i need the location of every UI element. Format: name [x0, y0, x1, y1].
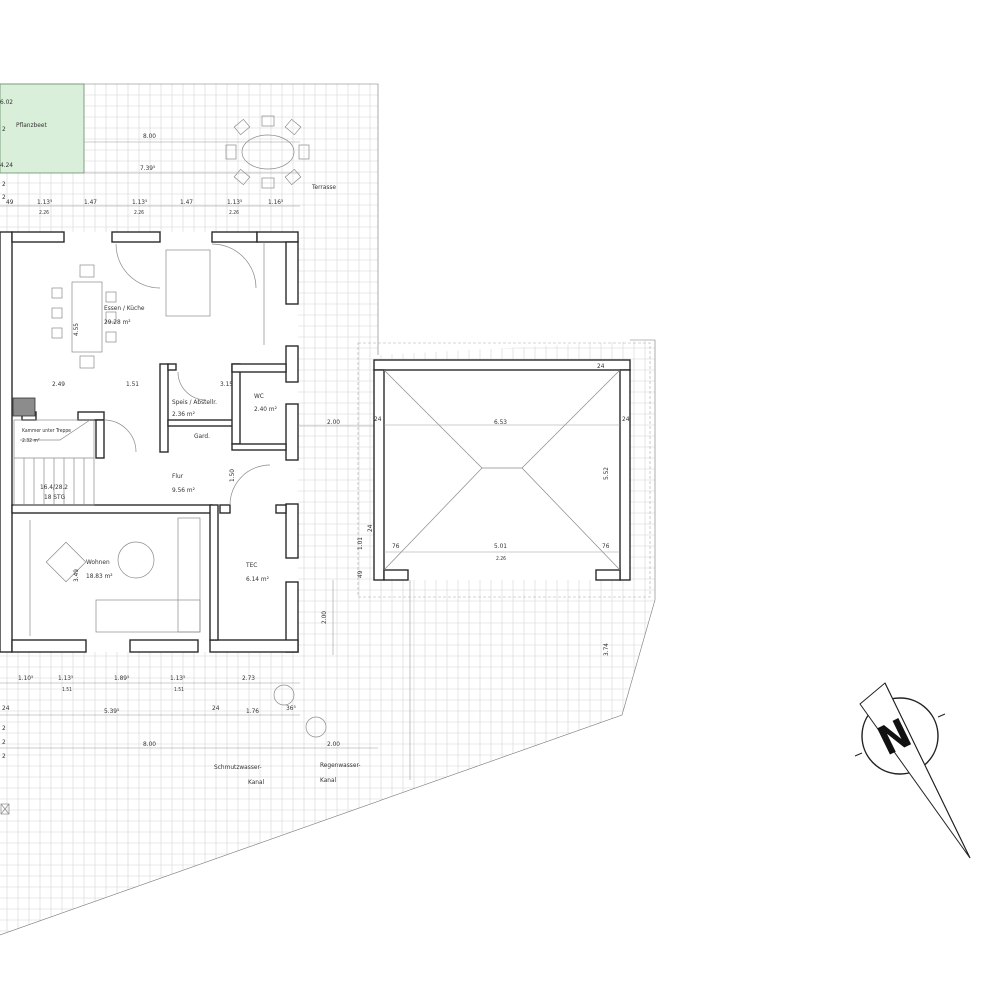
dim-t5s: 2.26 [229, 210, 239, 216]
top-dimensions [0, 141, 300, 207]
dim-left-2b: 2 [2, 738, 6, 746]
terrasse-label: Terrasse [311, 183, 336, 191]
dim-200-mid: 2.00 [327, 418, 340, 426]
dim-b5: 2.73 [242, 674, 255, 682]
garage [357, 342, 651, 598]
dim-b2s: 1.51 [62, 687, 72, 693]
speis-label: Speis / Abstellr. [172, 398, 217, 406]
dim-552: 5.52 [602, 467, 610, 480]
dim-b176: 1.76 [246, 707, 259, 715]
wc-area: 2.40 m² [254, 405, 277, 413]
regen-label-2: Kanal [320, 776, 337, 784]
dim-left-2a: 2 [2, 125, 6, 133]
tec-label: TEC [245, 561, 257, 569]
dim-top-800: 8.00 [143, 132, 156, 140]
speis-area: 2.36 m² [172, 410, 195, 418]
dim-b4: 1.13⁵ [170, 674, 186, 682]
flur-label: Flur [172, 472, 184, 480]
dim-374: 3.74 [602, 643, 610, 656]
dim-b200: 2.00 [327, 740, 340, 748]
dim-150: 1.50 [228, 469, 236, 482]
stairs-label-1: 16.4/28.2 [40, 483, 68, 491]
dim-b1: 1.10⁵ [18, 674, 34, 682]
gard-label: Gard. [194, 432, 210, 440]
dim-left-424: 4.24 [0, 161, 13, 169]
dim-left-49: 49 [6, 198, 14, 206]
bottom-dimensions [0, 580, 411, 780]
chimney [12, 397, 36, 417]
dim-151: 1.51 [126, 380, 139, 388]
wc-label: WC [254, 392, 264, 400]
dim-t6: 1.16⁵ [268, 198, 284, 206]
dim-b539: 5.39⁵ [104, 707, 120, 715]
site-boundary-south [0, 339, 656, 936]
staircase [13, 419, 95, 506]
dim-349: 3.49 [72, 569, 80, 582]
mid-dimension [298, 425, 376, 655]
dim-left-24: 24 [2, 704, 10, 712]
terrace-table [225, 115, 310, 189]
dim-76a: 76 [392, 542, 400, 550]
manholes [0, 684, 327, 815]
kammer-area: 2.32 m² [22, 438, 40, 444]
dim-315: 3.15 [220, 380, 233, 388]
dim-b800: 8.00 [143, 740, 156, 748]
schmutz-label-2: Kanal [248, 778, 265, 786]
dim-249: 2.49 [52, 380, 65, 388]
dim-b4s: 1.51 [174, 687, 184, 693]
essen-area: 29.28 m² [104, 318, 131, 326]
schmutz-label-1: Schmutzwasser- [214, 763, 262, 771]
pflanzbeet-area [0, 83, 85, 174]
dim-t1s: 2.26 [39, 210, 49, 216]
door-swings [103, 371, 271, 506]
dim-455: 4.55 [72, 323, 80, 336]
stairs-label-2: 18 STG [44, 493, 66, 501]
dim-501: 5.01 [494, 542, 507, 550]
dim-g24b: 24 [622, 415, 630, 423]
kammer-label: Kammer unter Treppe [22, 428, 71, 434]
dim-t5: 1.13⁵ [227, 198, 243, 206]
dim-t3s: 2.26 [134, 210, 144, 216]
dim-top-739: 7.39⁵ [140, 164, 156, 172]
site-boundary [0, 83, 379, 355]
house [0, 231, 299, 653]
dim-b3: 1.89⁵ [114, 674, 130, 682]
wohnen-label: Wohnen [86, 558, 110, 566]
dim-200-v: 2.00 [320, 611, 328, 624]
dim-b24a: 24 [212, 704, 220, 712]
dim-left-2b: 2 [2, 180, 6, 188]
dim-left-2c: 2 [2, 193, 6, 201]
dim-left-2c: 2 [2, 752, 6, 760]
dim-76b: 76 [602, 542, 610, 550]
dim-g49: 49 [356, 570, 364, 578]
dim-653: 6.53 [494, 418, 507, 426]
dim-t4: 1.47 [180, 198, 193, 206]
dim-t3: 1.13⁵ [132, 198, 148, 206]
dim-left-602: 6.02 [0, 98, 13, 106]
dim-501s: 2.26 [496, 556, 506, 562]
north-arrow: N [854, 682, 971, 859]
dim-t2: 1.47 [84, 198, 97, 206]
dim-g24c: 24 [597, 362, 605, 370]
living-furniture [29, 517, 201, 636]
dim-g24d: 24 [366, 524, 374, 532]
flur-area: 9.56 m² [172, 486, 195, 494]
essen-label: Essen / Küche [104, 304, 145, 312]
wohnen-area: 18.83 m² [86, 572, 113, 580]
tec-area: 6.14 m² [246, 575, 269, 583]
dim-101: 1.01 [356, 537, 364, 550]
dim-t1: 1.13⁵ [37, 198, 53, 206]
dining-furniture [51, 242, 265, 369]
dim-g24a: 24 [374, 415, 382, 423]
regen-label-1: Regenwasser- [320, 761, 361, 769]
dim-left-2a: 2 [2, 724, 6, 732]
dim-b2: 1.13⁵ [58, 674, 74, 682]
pflanzbeet-label: Pflanzbeet [16, 121, 47, 129]
dim-b365: 36⁵ [286, 704, 296, 712]
